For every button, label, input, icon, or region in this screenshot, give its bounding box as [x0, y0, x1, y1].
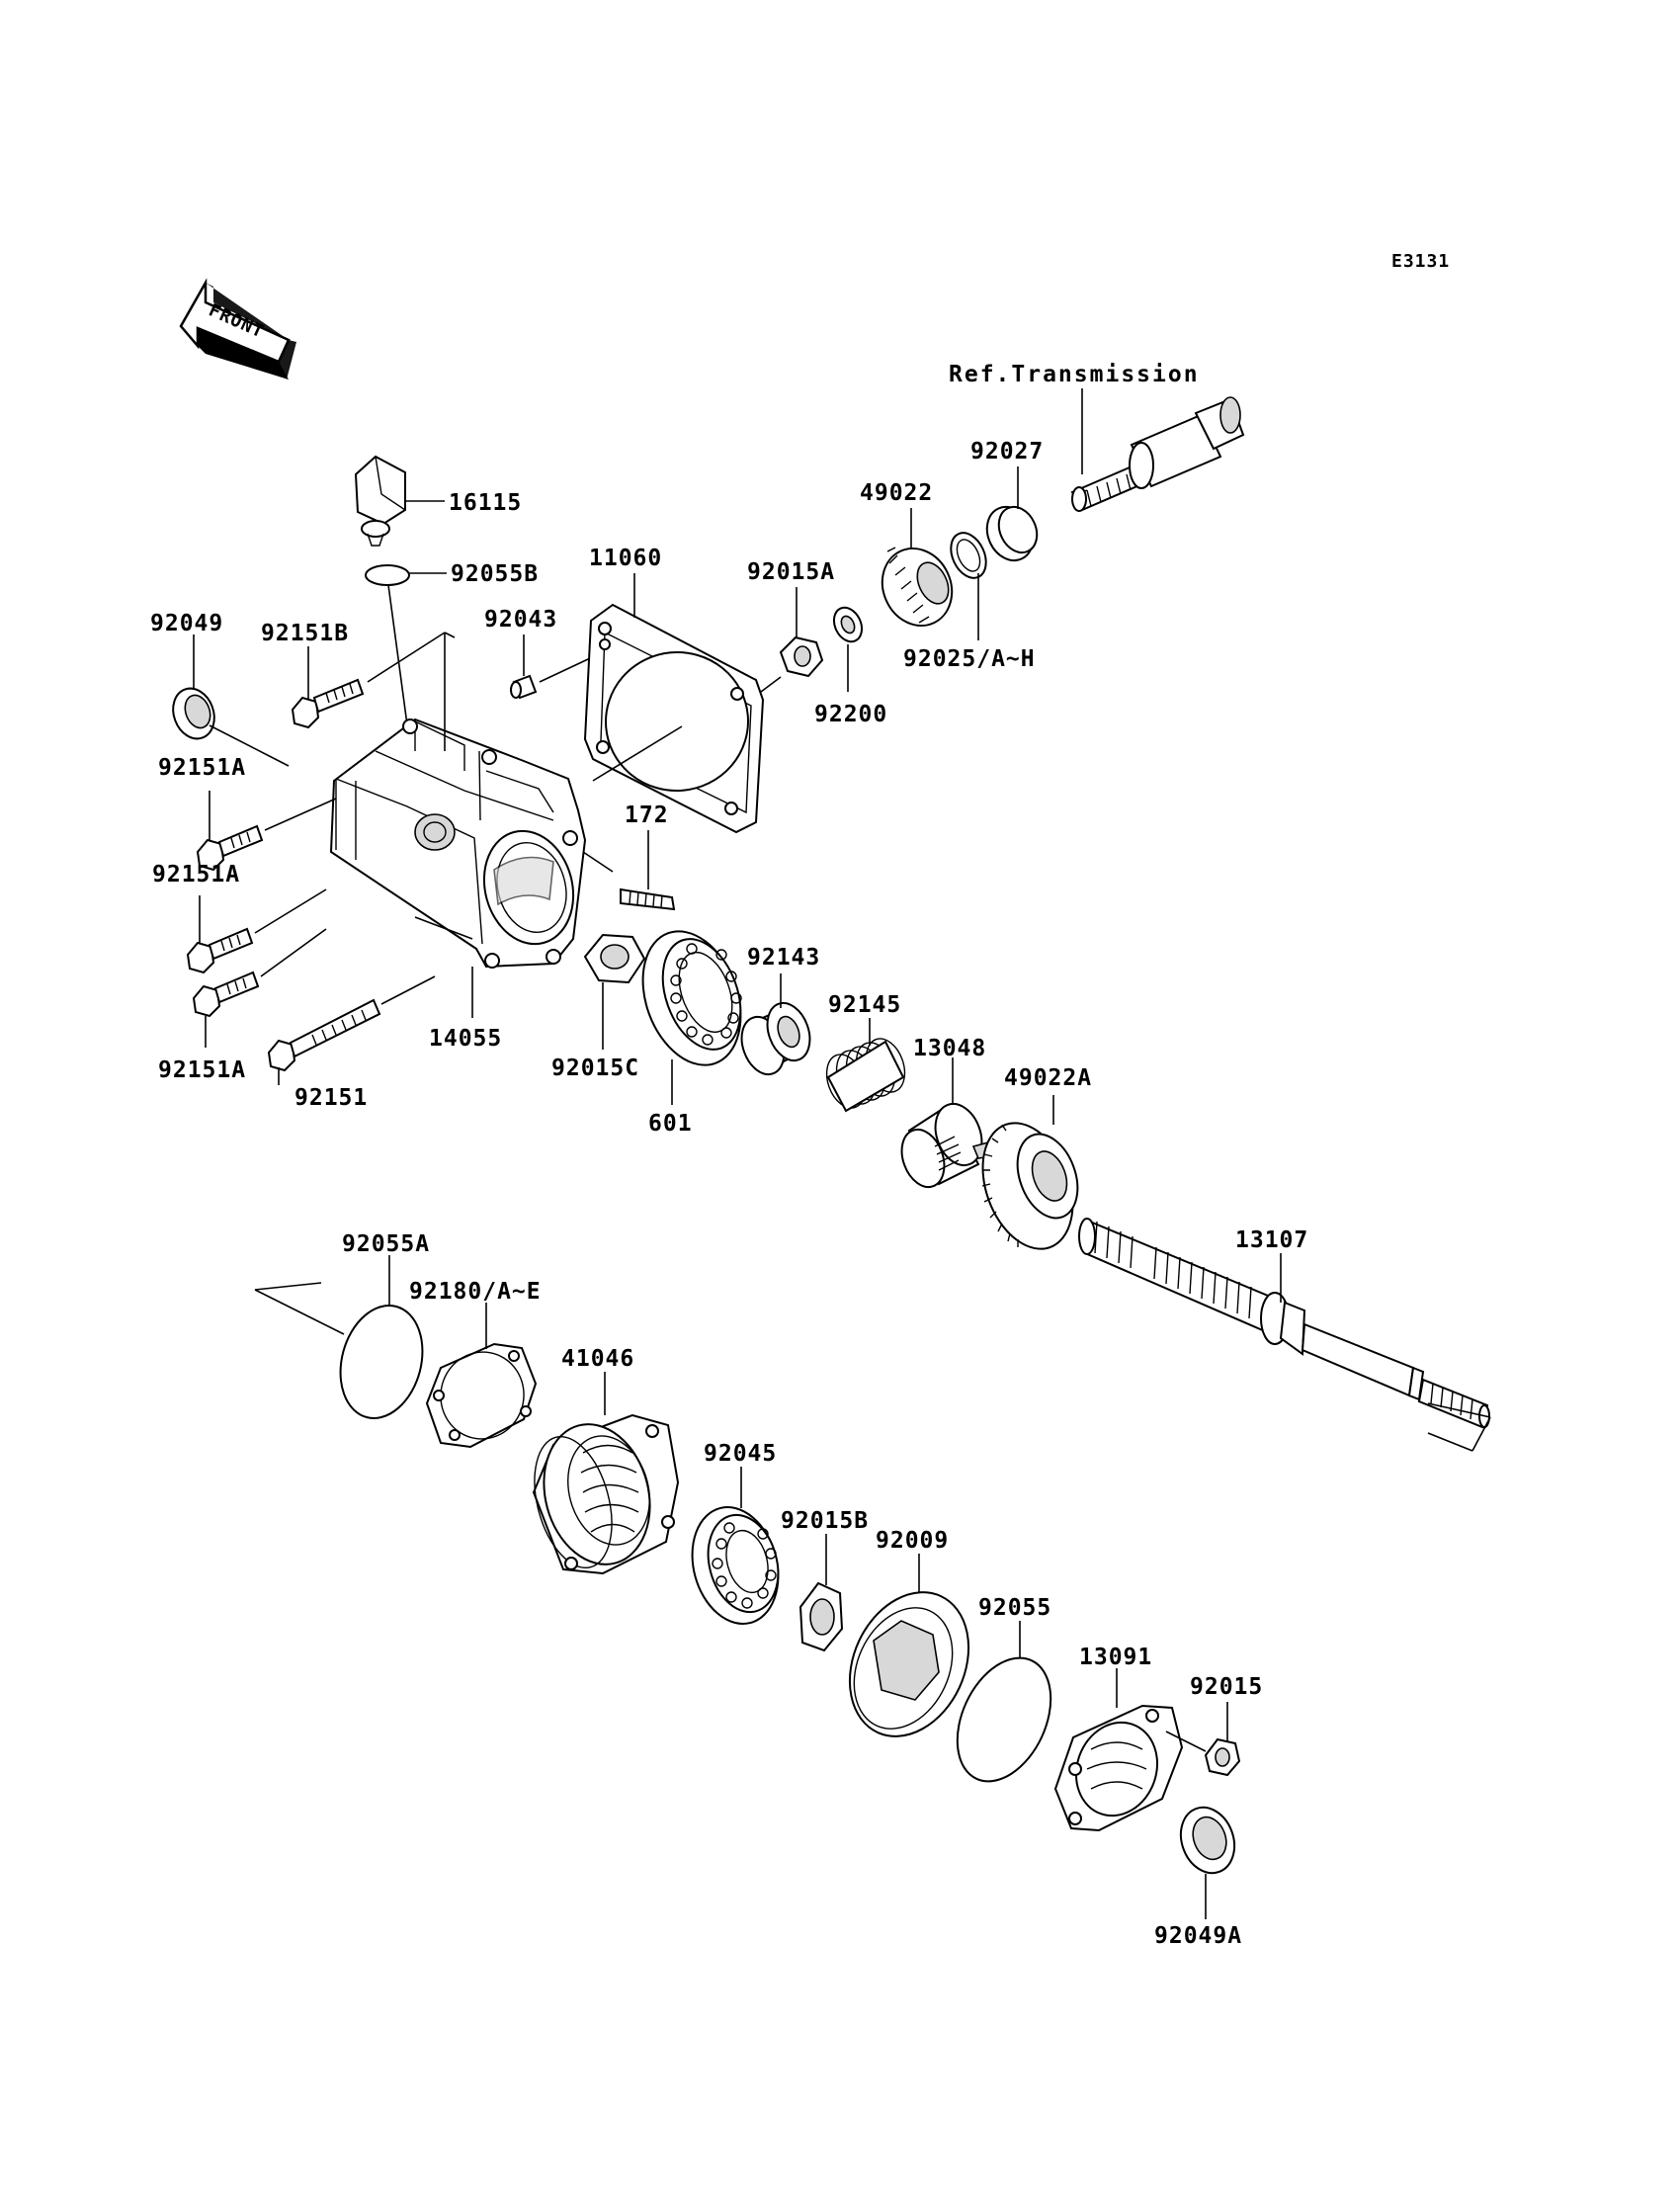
label-92055: 92055	[978, 1595, 1051, 1621]
label-92151A-3: 92151A	[158, 1057, 246, 1083]
label-92015A: 92015A	[747, 559, 835, 585]
label-92143: 92143	[747, 945, 820, 971]
part-92045	[691, 1467, 780, 1625]
label-49022: 49022	[860, 480, 933, 506]
label-13091: 13091	[1079, 1645, 1152, 1670]
ref-transmission-label: Ref.Transmission	[949, 362, 1200, 387]
part-13107	[1078, 1218, 1491, 1452]
label-92151A-1: 92151A	[158, 755, 246, 781]
part-92049A	[1179, 1806, 1236, 1919]
label-92015C: 92015C	[551, 1056, 639, 1081]
label-92145: 92145	[828, 992, 901, 1018]
part-49022	[881, 508, 954, 627]
part-92151A-3	[192, 928, 327, 1048]
transmission-shaft	[1070, 388, 1245, 512]
label-92043: 92043	[484, 607, 557, 633]
label-11060: 11060	[589, 546, 662, 571]
label-92027: 92027	[970, 439, 1044, 465]
part-92009	[848, 1554, 970, 1737]
label-92151: 92151	[294, 1085, 368, 1111]
label-92151B: 92151B	[261, 621, 349, 646]
part-92151A-1	[196, 791, 337, 872]
part-92055	[956, 1621, 1052, 1783]
label-92015B: 92015B	[781, 1508, 869, 1534]
label-92151A-2: 92151A	[152, 862, 240, 887]
part-13091	[1053, 1668, 1184, 1832]
label-92025: 92025/A~H	[903, 646, 1036, 672]
part-92027	[985, 466, 1039, 562]
diagram-code: E3131	[1391, 251, 1450, 272]
label-92055B: 92055B	[451, 561, 539, 587]
part-92055A	[254, 1255, 424, 1419]
part-92015C	[583, 933, 646, 1050]
part-92151B	[291, 632, 446, 729]
label-92055A: 92055A	[342, 1231, 430, 1257]
label-41046: 41046	[561, 1346, 634, 1372]
part-92200	[832, 606, 864, 692]
label-92045: 92045	[704, 1441, 777, 1467]
label-13107: 13107	[1235, 1227, 1308, 1253]
part-92151A-2	[186, 888, 327, 974]
part-92015	[1165, 1702, 1241, 1777]
part-92145	[825, 1018, 906, 1113]
part-601	[641, 930, 742, 1105]
part-14055	[329, 632, 587, 1018]
part-92025	[950, 532, 987, 640]
label-92200: 92200	[814, 702, 887, 727]
label-601: 601	[648, 1111, 693, 1137]
label-92049: 92049	[150, 611, 223, 636]
part-92049	[172, 634, 290, 767]
part-172	[582, 830, 676, 911]
part-41046	[532, 1372, 680, 1575]
part-16115	[354, 455, 445, 547]
label-49022A: 49022A	[1004, 1065, 1092, 1091]
label-14055: 14055	[429, 1026, 502, 1052]
label-13048: 13048	[913, 1036, 986, 1061]
part-92180	[425, 1303, 538, 1449]
front-arrow-icon: FRONT	[179, 278, 296, 380]
part-11060	[583, 573, 765, 834]
label-92015: 92015	[1190, 1674, 1263, 1700]
part-92015A	[760, 587, 824, 693]
part-92151	[267, 975, 436, 1085]
part-92015B	[798, 1534, 844, 1652]
label-16115: 16115	[449, 490, 522, 516]
label-172: 172	[625, 803, 669, 828]
part-49022A	[981, 1095, 1079, 1250]
label-92009: 92009	[876, 1528, 949, 1554]
part-13048	[900, 1057, 994, 1189]
label-92049A: 92049A	[1154, 1923, 1242, 1949]
label-92180: 92180/A~E	[409, 1279, 542, 1305]
part-92143	[740, 973, 811, 1076]
